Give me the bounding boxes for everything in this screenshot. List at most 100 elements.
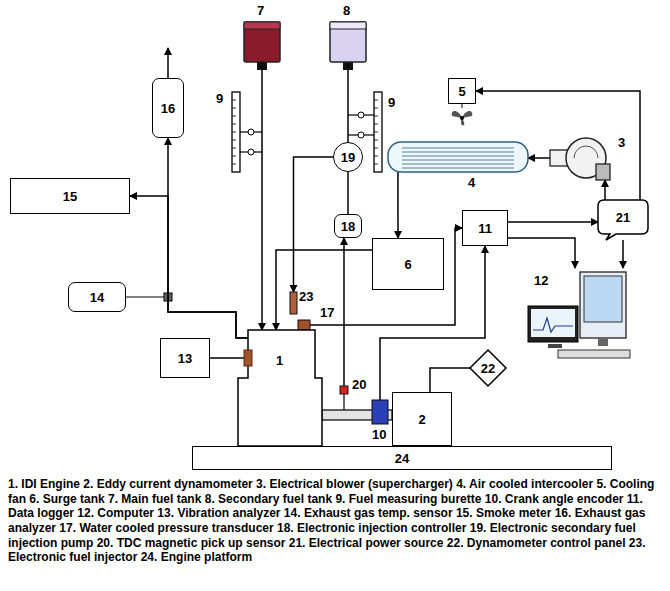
monitor-stand: [598, 338, 608, 346]
intercooler: 4: [388, 142, 528, 172]
burette-tube: [232, 92, 240, 172]
fan-mount: [462, 104, 463, 108]
callout-number: 13: [178, 352, 192, 365]
callout-number: 6: [404, 258, 411, 271]
intercooler-tube: [402, 168, 514, 169]
callout-number: 23: [299, 290, 313, 303]
connector: [294, 157, 334, 292]
callout-number: 17: [320, 306, 334, 319]
fuel-injector: 23: [290, 292, 297, 314]
burette-tick: [374, 148, 378, 149]
fan-hub: [460, 116, 464, 120]
component-box: 13: [160, 338, 210, 378]
connector: [310, 228, 462, 325]
callout-number: 12: [534, 274, 548, 287]
connector: [622, 240, 624, 268]
fuel-injector-body: [290, 292, 297, 314]
component-box: 2: [392, 392, 452, 446]
burette-tick: [374, 124, 378, 125]
callout-number: 8: [343, 4, 350, 17]
connector: [430, 368, 470, 392]
burette-tick: [374, 100, 378, 101]
fuel-tank-outline: [330, 22, 366, 62]
callout-number: 1: [276, 354, 283, 367]
tdc-sensor-outline: [340, 386, 348, 394]
valve: [248, 149, 254, 155]
pickup-mount: [343, 394, 344, 410]
display-stand: [548, 344, 562, 348]
engine-outline: [238, 330, 322, 446]
burette: 9: [232, 92, 240, 172]
callout-number: 9: [388, 96, 395, 109]
pump-circle: 19: [333, 142, 363, 172]
connector: [210, 357, 248, 359]
rounded-box: 18: [334, 214, 362, 238]
burette-tick: [232, 116, 236, 117]
connector: [261, 62, 263, 330]
burette-tick: [374, 140, 378, 141]
burette-tick: [232, 132, 236, 133]
burette-tube: [374, 92, 382, 172]
intercooler-tube: [402, 156, 514, 157]
monitor-screen: [584, 276, 622, 322]
connector: [508, 238, 575, 268]
computer: 12: [528, 268, 640, 360]
tank-lid: [330, 22, 366, 29]
callout-number: 22: [481, 362, 495, 375]
display-frame: [528, 306, 578, 342]
burette-tick: [374, 132, 378, 133]
component-box: 6: [372, 238, 444, 290]
keyboard: [558, 350, 630, 358]
intercooler-tube: [402, 160, 514, 161]
vibration-probe: [244, 350, 252, 366]
burette: 9: [374, 92, 382, 172]
component-box: 15: [10, 178, 130, 214]
pressure-sensor-body: [298, 320, 310, 330]
connector: [130, 196, 248, 338]
callout-number: 4: [468, 176, 475, 189]
crank-encoder: 10: [372, 400, 388, 424]
display-screen: [531, 309, 575, 337]
burette-tick: [232, 156, 236, 157]
bubble-outline: [598, 200, 648, 240]
component-box: 5: [448, 78, 476, 104]
callout-number: 11: [478, 222, 492, 235]
cooling-fan-icon: [452, 104, 473, 125]
pressure-sensor: 17: [298, 320, 310, 330]
intercooler-body: [388, 142, 528, 172]
burette-tick: [232, 108, 236, 109]
connector: [276, 250, 372, 330]
callout-number: 24: [395, 452, 409, 465]
component-box: 11: [462, 210, 508, 246]
callout-number: 14: [90, 291, 104, 304]
callout-number: 5: [458, 85, 465, 98]
connector: [604, 180, 606, 200]
exhaust-out-arrow: [167, 48, 169, 78]
engine-block: 1: [238, 330, 322, 446]
intercooler-tube: [402, 148, 514, 149]
callout-number: 21: [616, 211, 630, 224]
diamond-outline: [470, 350, 506, 386]
callout-number: 16: [161, 102, 175, 115]
crank-encoder-body: [372, 400, 388, 424]
monitor-frame: [580, 272, 626, 338]
blower-outline: [550, 130, 612, 180]
blower-motor: [596, 164, 610, 180]
connector: [347, 62, 349, 142]
tdc-sensor-body: [340, 386, 348, 394]
callout-number: 9: [216, 92, 223, 105]
burette-tick: [374, 108, 378, 109]
burette-tick: [232, 100, 236, 101]
connector: [528, 157, 550, 159]
burette-tick: [374, 164, 378, 165]
connector: [508, 221, 598, 223]
tank-body: [244, 22, 280, 62]
intercooler-outline: [388, 142, 528, 172]
callout-number: 3: [618, 136, 625, 149]
intercooler-tube: [402, 164, 514, 165]
rounded-box: 16: [152, 78, 184, 138]
intercooler-tube: [402, 152, 514, 153]
control-diamond: 22: [470, 350, 506, 386]
fuel-tank-outline: [244, 22, 280, 62]
callout-number: 2: [418, 413, 425, 426]
